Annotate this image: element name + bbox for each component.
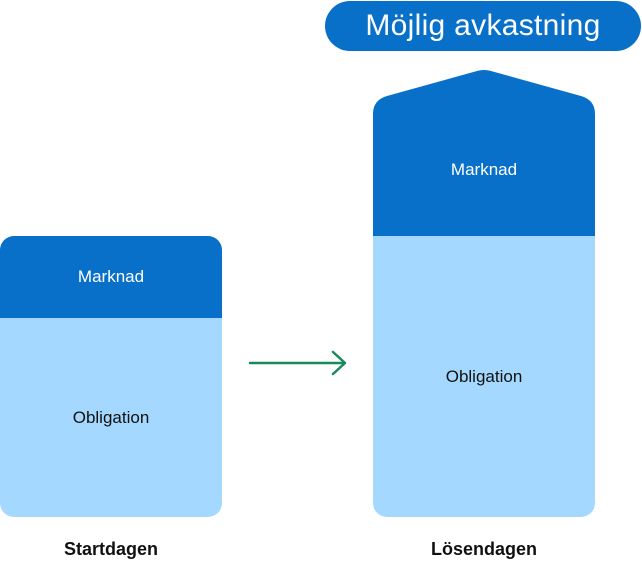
possible-return-label: Möjlig avkastning bbox=[325, 1, 641, 51]
start-bond-block: Obligation bbox=[0, 318, 222, 517]
end-date-caption: Lösendagen bbox=[430, 539, 537, 559]
end-market-block bbox=[373, 70, 595, 237]
end-bond-label: Obligation bbox=[445, 366, 523, 386]
start-bond-label: Obligation bbox=[72, 407, 150, 427]
start-market-label: Marknad bbox=[77, 267, 145, 286]
end-bond-block: Obligation bbox=[373, 236, 595, 517]
start-market-block: Marknad bbox=[0, 236, 222, 318]
start-date-caption: Startdagen bbox=[63, 539, 159, 559]
end-market-label: Marknad bbox=[450, 160, 518, 179]
arrow-right-icon bbox=[248, 350, 347, 376]
